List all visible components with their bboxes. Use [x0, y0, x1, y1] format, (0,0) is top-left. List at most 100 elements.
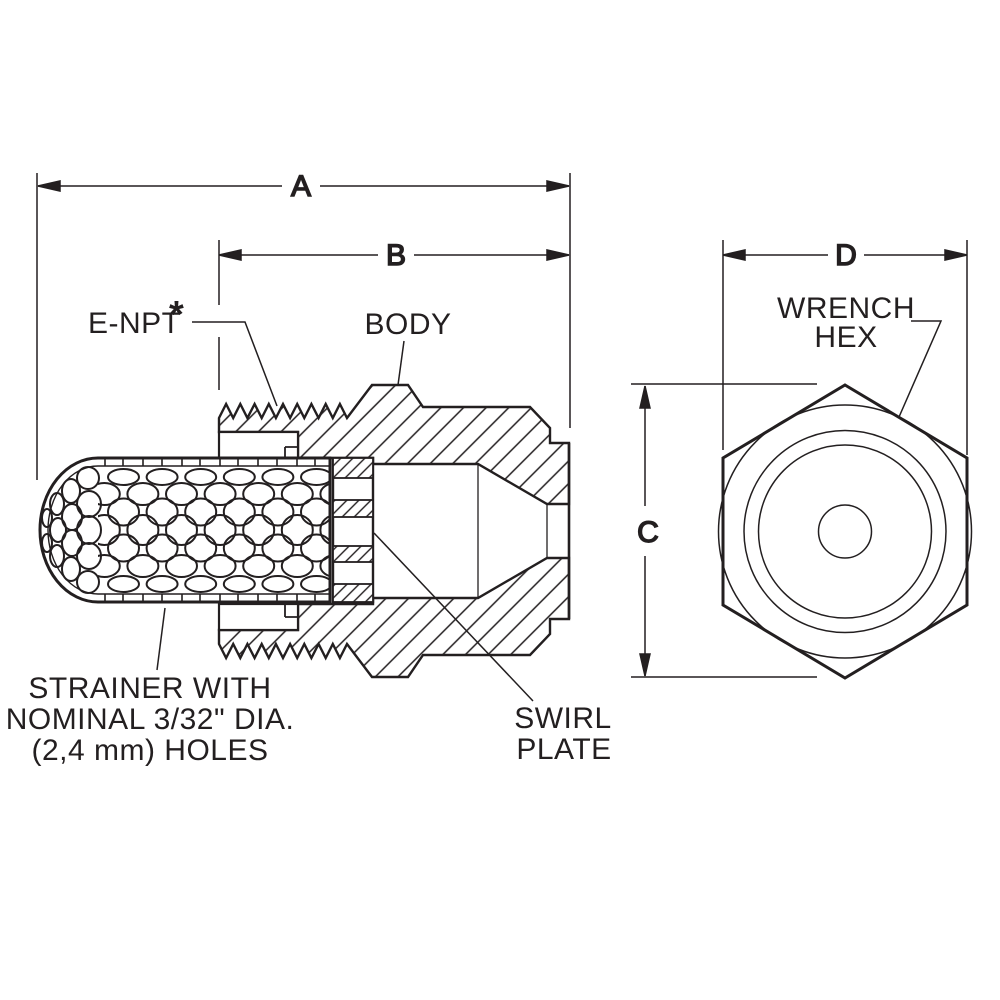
dimension-d: D	[722, 238, 968, 273]
strainer-cap-hole	[76, 570, 100, 594]
arrowhead-left	[218, 249, 242, 261]
strainer-hole	[261, 575, 295, 593]
label-swirl-plate-line2: PLATE	[516, 733, 611, 766]
leader-strainer	[156, 607, 166, 671]
strainer-hole	[300, 533, 330, 563]
strainer-hole	[184, 497, 218, 527]
arrowhead-right	[546, 180, 570, 192]
strainer-hole	[126, 514, 160, 546]
strainer-hole	[184, 468, 218, 486]
label-e-npt: E-NPT	[88, 307, 181, 340]
strainer-hole	[261, 468, 295, 486]
strainer-hole	[98, 514, 121, 546]
wrench-hex-outline	[721, 383, 969, 680]
label-body: BODY	[364, 308, 451, 341]
body-upper-section	[217, 383, 571, 506]
dimension-c: C	[636, 385, 660, 677]
strainer-hole	[222, 497, 256, 527]
strainer-rim-inner-lines	[47, 465, 330, 595]
strainer-hole	[319, 482, 330, 506]
strainer	[38, 456, 332, 604]
strainer-hole	[145, 497, 179, 527]
strainer-hole	[261, 533, 295, 563]
dim-label-b: B	[386, 239, 406, 272]
strainer-hole	[145, 533, 179, 563]
dimension-b: B	[218, 238, 570, 273]
strainer-hole	[145, 575, 179, 593]
strainer-hole	[280, 482, 314, 506]
strainer-hole	[280, 554, 314, 578]
strainer-hole	[165, 554, 198, 578]
strainer-hole	[300, 575, 330, 593]
strainer-cap-hole	[49, 544, 65, 568]
relief-step-bottom	[284, 604, 298, 618]
swirl-plate	[331, 456, 375, 604]
side-section-view	[38, 383, 571, 679]
strainer-hole	[107, 497, 140, 527]
strainer-hole	[203, 554, 237, 578]
strainer-cap-hole	[76, 466, 100, 490]
arrowhead-up	[639, 385, 651, 409]
strainer-cylinder-holes	[98, 468, 330, 593]
dimensions: A B D C	[36, 169, 968, 678]
label-strainer-line3: (2,4 mm) HOLES	[31, 734, 268, 767]
label-e-npt-footnote-marker: *	[169, 294, 184, 336]
strainer-hole	[319, 515, 330, 545]
strainer-hole	[126, 554, 160, 578]
strainer-cap-hole	[61, 529, 83, 557]
dim-label-a: A	[291, 170, 311, 203]
strainer-hole	[319, 554, 330, 578]
dim-label-c: C	[637, 516, 659, 549]
strainer-hole	[184, 533, 218, 563]
orifice-circle	[817, 504, 873, 559]
strainer-hole	[280, 514, 314, 546]
arrowhead-down	[639, 653, 651, 677]
relief-step-top	[284, 446, 298, 458]
strainer-hole	[222, 575, 256, 593]
leader-swirl-plate	[373, 532, 534, 702]
strainer-hole	[300, 468, 330, 486]
label-wrench-hex-line2: HEX	[814, 321, 877, 354]
swirl-plate-block	[332, 583, 374, 603]
leader-lines	[156, 320, 943, 702]
swirl-plate-block	[332, 545, 374, 563]
hex-chamfer-circle	[717, 404, 973, 659]
strainer-hole	[107, 468, 140, 486]
strainer-hole	[98, 482, 121, 506]
strainer-cap-hole	[49, 517, 67, 543]
leader-body	[397, 340, 405, 386]
strainer-cap-hole	[61, 478, 81, 504]
label-strainer-line1: STRAINER WITH	[28, 672, 271, 705]
swirl-plate-outline	[331, 456, 375, 604]
label-swirl-plate-line1: SWIRL	[514, 702, 612, 735]
nozzle-tip-circle	[757, 444, 933, 619]
strainer-hole	[126, 482, 160, 506]
strainer-hole	[242, 482, 276, 506]
callout-labels: E-NPT * BODY WRENCH HEX STRAINER WITH NO…	[6, 292, 915, 767]
arrowhead-right	[546, 249, 570, 261]
strainer-rim-ticks	[104, 458, 316, 602]
dimension-a: A	[37, 169, 570, 204]
strainer-outline	[38, 456, 332, 604]
strainer-hole	[242, 514, 276, 546]
strainer-hole	[165, 482, 198, 506]
swirl-plate-block	[332, 457, 374, 479]
strainer-hole	[203, 514, 237, 546]
strainer-cap-holes	[41, 466, 102, 594]
strainer-cap-hole	[49, 492, 65, 516]
strainer-hole	[300, 497, 330, 527]
strainer-hole	[242, 554, 276, 578]
strainer-hole	[261, 497, 295, 527]
relief-groove-top	[217, 430, 300, 460]
strainer-hole	[107, 575, 140, 593]
strainer-hole	[222, 533, 256, 563]
strainer-cap-hole	[61, 556, 81, 582]
hex-front-view	[717, 383, 973, 680]
strainer-hole	[165, 514, 198, 546]
strainer-hole	[222, 468, 256, 486]
strainer-hole	[203, 482, 237, 506]
dim-label-d: D	[835, 239, 857, 272]
leader-wrench-hex	[898, 320, 943, 418]
